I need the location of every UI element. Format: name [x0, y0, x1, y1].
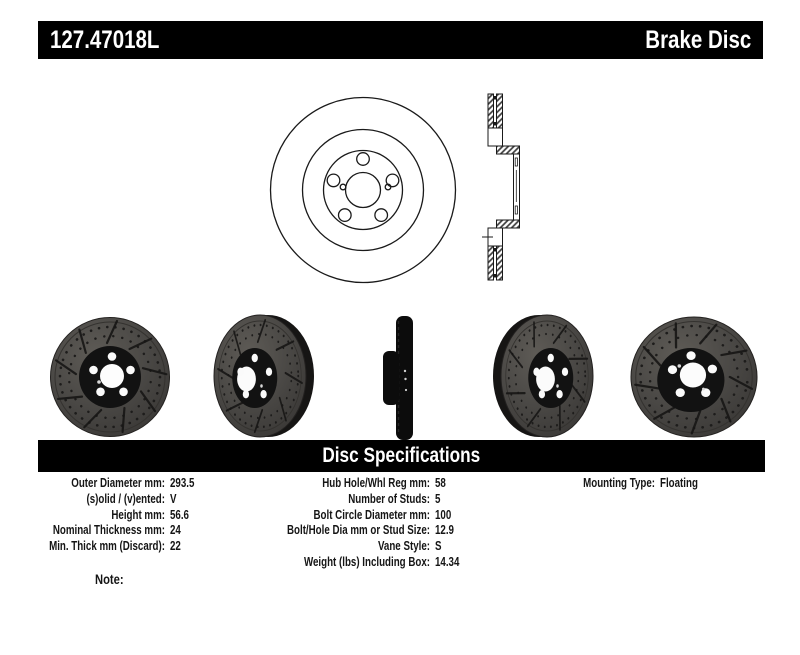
spec-row: Height mm: 56.6: [0, 507, 203, 523]
product-type-title: Brake Disc: [645, 25, 751, 54]
spec-row: Weight (lbs) Including Box: 14.34: [230, 554, 468, 570]
rotor-photo-front-right: [630, 316, 758, 438]
spec-row: Mounting Type: Floating: [545, 475, 711, 491]
part-number: 127.47018L: [50, 25, 160, 54]
brake-disc-front-view-drawing: [269, 96, 457, 284]
spec-value: 100: [435, 506, 452, 522]
spec-row: Nominal Thickness mm: 24: [0, 522, 203, 538]
spec-value: 14.34: [435, 553, 460, 569]
rotor-photo-angled-left: [493, 314, 594, 438]
spec-row: Min. Thick mm (Discard): 22: [0, 538, 203, 554]
rotor-photo-edge-profile: [383, 316, 413, 440]
spec-row: Vane Style: S: [230, 538, 468, 554]
spec-label: Hub Hole/Whl Reg mm:: [322, 475, 430, 490]
spec-value: Floating: [660, 475, 698, 490]
spec-label: Height mm:: [111, 506, 165, 522]
spec-value: 22: [170, 538, 181, 554]
spec-value: S: [435, 538, 442, 554]
spec-value: 58: [435, 475, 446, 490]
spec-value: V: [170, 490, 177, 506]
spec-row: Outer Diameter mm: 293.5: [0, 475, 203, 491]
spec-label: Outer Diameter mm:: [71, 475, 165, 490]
spec-row: Number of Studs: 5: [230, 491, 468, 507]
spec-value: 56.6: [170, 506, 189, 522]
spec-row: Hub Hole/Whl Reg mm: 58: [230, 475, 468, 491]
spec-row: Bolt/Hole Dia mm or Stud Size: 12.9: [230, 522, 468, 538]
spec-label: (s)olid / (v)ented:: [86, 490, 165, 506]
spec-label: Bolt Circle Diameter mm:: [313, 506, 430, 522]
spec-label: Mounting Type:: [583, 475, 655, 490]
rotor-photo-angled-right: [213, 314, 314, 438]
note-section: Note:: [95, 571, 131, 587]
spec-value: 12.9: [435, 522, 454, 538]
spec-value: 5: [435, 490, 441, 506]
spec-label: Min. Thick mm (Discard):: [49, 538, 165, 554]
spec-label: Vane Style:: [377, 538, 430, 554]
spec-value: 293.5: [170, 475, 195, 490]
spec-column-right: Mounting Type: Floating: [545, 475, 711, 491]
spec-label: Weight (lbs) Including Box:: [303, 553, 430, 569]
spec-value: 24: [170, 522, 181, 538]
spec-row: (s)olid / (v)ented: V: [0, 491, 203, 507]
header-bar: 127.47018L Brake Disc: [38, 21, 763, 59]
spec-label: Nominal Thickness mm:: [52, 522, 165, 538]
spec-label: Number of Studs:: [348, 490, 430, 506]
spec-label: Bolt/Hole Dia mm or Stud Size:: [286, 522, 430, 538]
brake-disc-cross-section-drawing: [482, 93, 520, 281]
spec-section-title-bar: Disc Specifications: [38, 440, 765, 472]
spec-row: Bolt Circle Diameter mm: 100: [230, 507, 468, 523]
note-label: Note:: [95, 571, 124, 587]
spec-column-left: Outer Diameter mm: 293.5 (s)olid / (v)en…: [0, 475, 203, 554]
spec-section-title: Disc Specifications: [322, 444, 481, 467]
rotor-photo-front-view: [50, 317, 170, 437]
spec-column-middle: Hub Hole/Whl Reg mm: 58 Number of Studs:…: [230, 475, 468, 570]
